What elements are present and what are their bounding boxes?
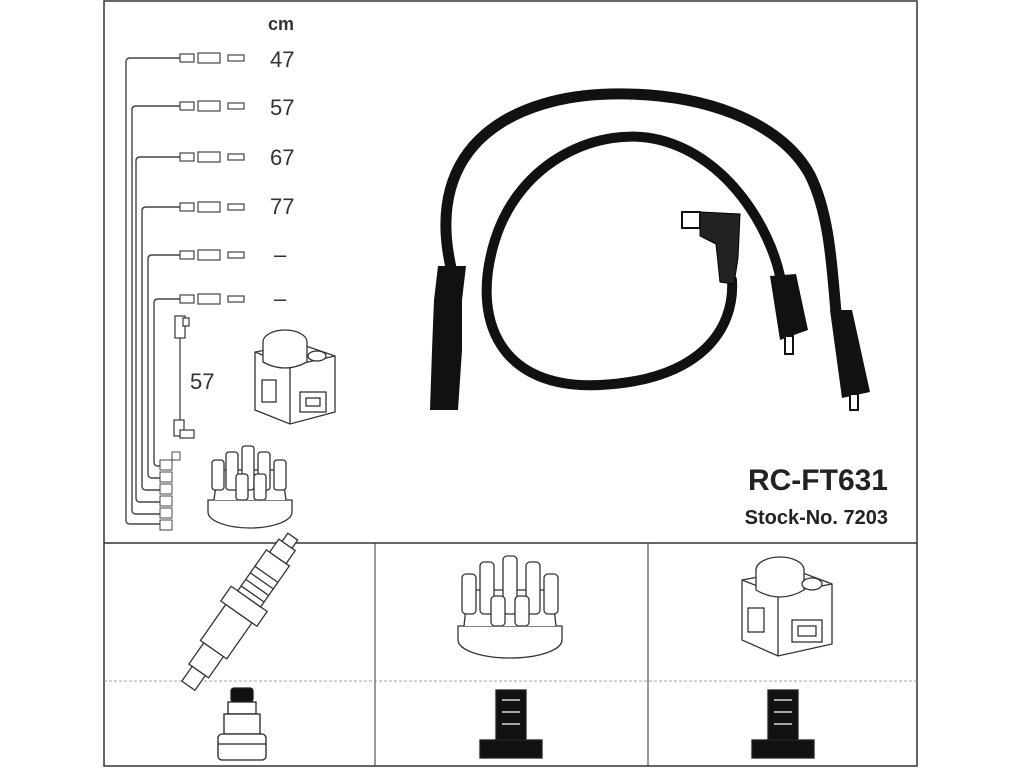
ignition-coil-icon xyxy=(741,556,833,657)
length-label-2: 57 xyxy=(270,95,294,120)
lead-connectors xyxy=(179,52,245,305)
length-label-4: 77 xyxy=(270,194,294,219)
product-model: RC-FT631 xyxy=(748,464,888,497)
plug-terminal-icon xyxy=(217,687,267,761)
unit-label: cm xyxy=(268,14,294,34)
coil-terminal-icon xyxy=(751,689,815,759)
distributor-terminal-icon xyxy=(479,689,543,759)
spark-plug-icon xyxy=(180,532,299,692)
length-label-6: – xyxy=(274,286,287,311)
coil-lead-length-label: 57 xyxy=(190,369,214,394)
length-label-1: 47 xyxy=(270,47,294,72)
distributor-connectors xyxy=(159,451,181,531)
distributor-cap-icon-small xyxy=(207,445,293,529)
stock-number: Stock-No. 7203 xyxy=(745,507,888,529)
distributor-cap-icon xyxy=(457,555,563,659)
length-label-5: – xyxy=(274,242,287,267)
ignition-cable-set xyxy=(430,88,870,411)
coil-lead xyxy=(173,315,195,439)
lead-schematic xyxy=(125,57,180,525)
outer-frame xyxy=(103,0,918,767)
length-label-3: 67 xyxy=(270,145,294,170)
coil-icon-small xyxy=(254,329,336,425)
